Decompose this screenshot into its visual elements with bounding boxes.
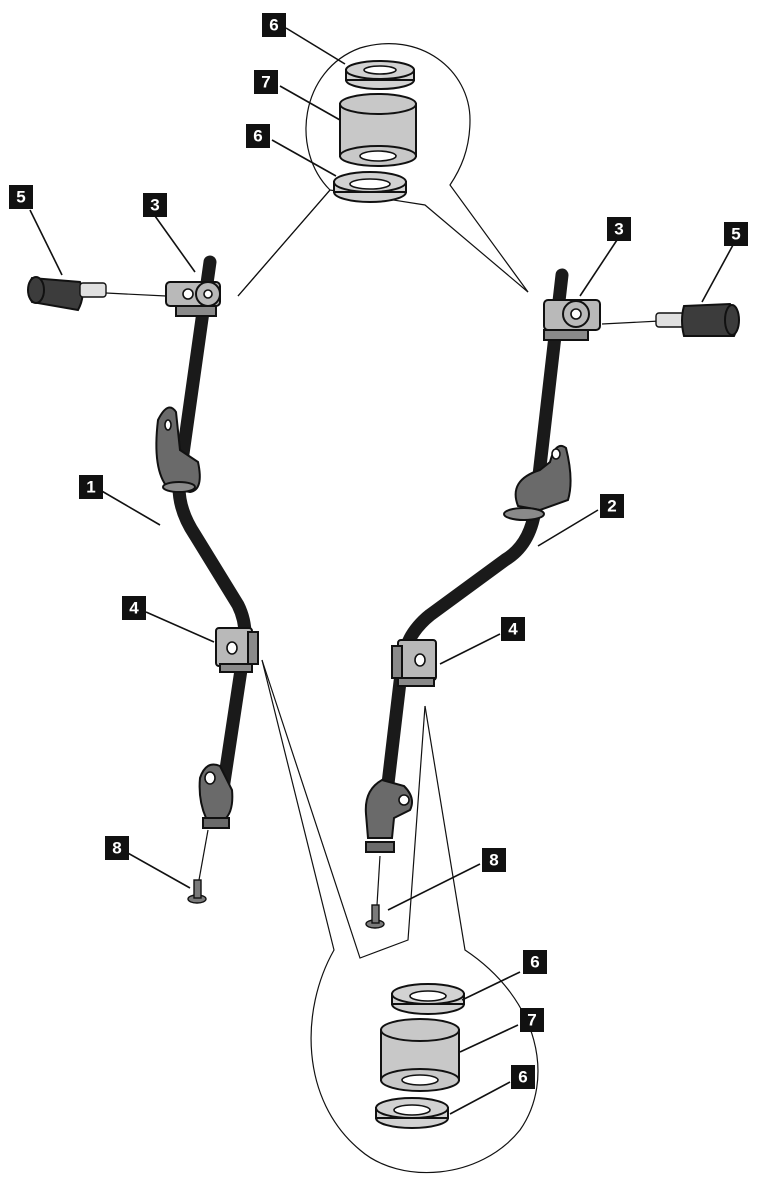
svg-text:4: 4 [129, 599, 139, 618]
right-top-clamp [543, 299, 601, 341]
callout-3-right: 3 [607, 217, 631, 241]
svg-text:6: 6 [530, 953, 539, 972]
top-washer-lower [333, 171, 407, 203]
left-screw [187, 829, 209, 904]
top-bushing [339, 93, 417, 167]
right-screw [365, 855, 385, 929]
bottom-washer-upper [391, 983, 465, 1015]
callout-3-left: 3 [143, 193, 167, 217]
callout-5-left: 5 [9, 185, 33, 209]
callout-7-top: 7 [254, 70, 278, 94]
right-upper-bracket [503, 444, 572, 521]
callout-7-bottom: 7 [520, 1008, 544, 1032]
callout-6-bottom-lower: 6 [511, 1065, 535, 1089]
top-washer-upper [345, 60, 415, 90]
right-lower-bracket [364, 778, 413, 853]
left-arm-rod [172, 255, 252, 829]
callout-1: 1 [79, 475, 103, 499]
left-top-clamp [165, 281, 221, 317]
callout-2: 2 [600, 494, 624, 518]
callout-4-left: 4 [122, 596, 146, 620]
callout-4-right: 4 [501, 617, 525, 641]
right-knob [601, 302, 740, 337]
svg-text:5: 5 [731, 225, 740, 244]
left-upper-bracket [155, 406, 201, 494]
callout-6-bottom-upper: 6 [523, 950, 547, 974]
bottom-washer-lower [375, 1097, 449, 1129]
callout-6-top-upper: 6 [262, 13, 286, 37]
callout-6-top-lower: 6 [246, 124, 270, 148]
right-arm-rod [376, 268, 569, 833]
left-lower-clamp [215, 627, 259, 673]
left-knob [27, 276, 167, 312]
svg-text:8: 8 [112, 839, 121, 858]
svg-text:2: 2 [607, 497, 616, 516]
svg-text:8: 8 [489, 851, 498, 870]
svg-text:3: 3 [150, 196, 159, 215]
svg-text:7: 7 [527, 1011, 536, 1030]
svg-text:6: 6 [269, 16, 278, 35]
svg-text:6: 6 [253, 127, 262, 146]
svg-text:7: 7 [261, 73, 270, 92]
svg-text:4: 4 [508, 620, 518, 639]
callout-8-right: 8 [482, 848, 506, 872]
left-lower-bracket [198, 763, 234, 829]
svg-text:6: 6 [518, 1068, 527, 1087]
svg-text:1: 1 [86, 478, 95, 497]
callout-8-left: 8 [105, 836, 129, 860]
svg-text:5: 5 [16, 188, 25, 207]
leader-lines [29, 27, 734, 1115]
svg-text:3: 3 [614, 220, 623, 239]
callout-5-right: 5 [724, 222, 748, 246]
bottom-bushing [380, 1018, 460, 1092]
right-lower-clamp [391, 639, 437, 687]
